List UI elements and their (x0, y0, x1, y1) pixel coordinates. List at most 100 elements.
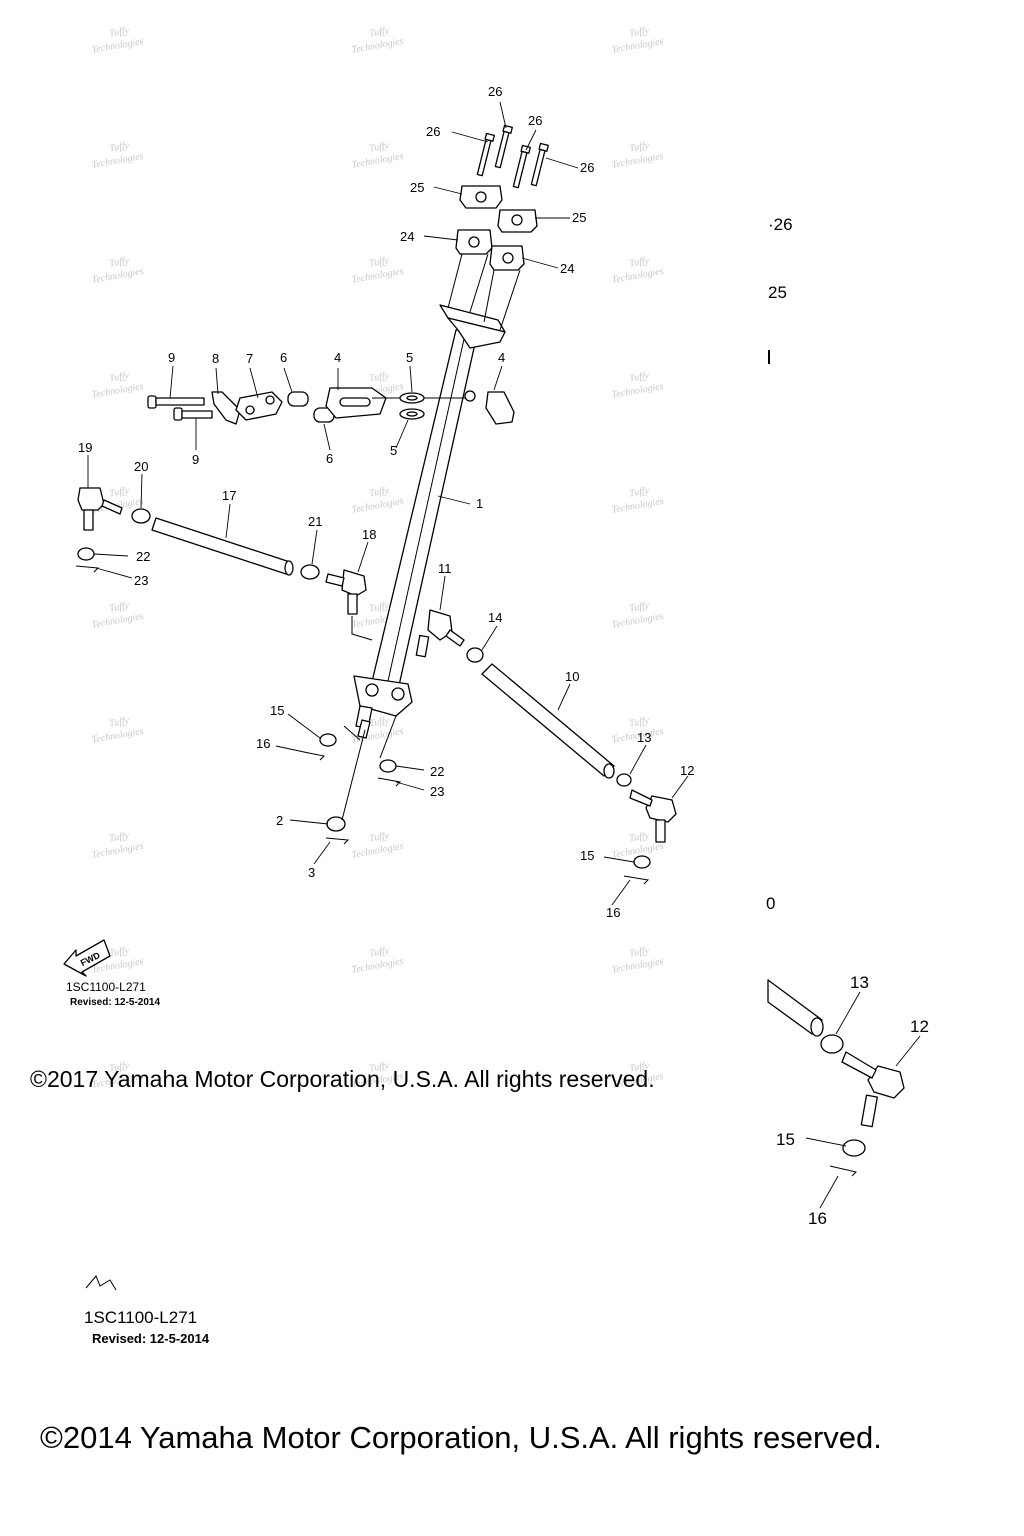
callout-14: 14 (488, 610, 502, 625)
fwd-arrow-icon: FWD (63, 939, 111, 977)
callout-6b: 6 (326, 451, 333, 466)
callout-13: 13 (637, 730, 651, 745)
callout-10: 10 (565, 669, 579, 684)
watermark-text: Technologies (611, 381, 665, 401)
zoom-callout-25: 25 (768, 283, 787, 302)
callout-26b: 26 (426, 124, 440, 139)
revised-date-small: Revised: 12-5-2014 (70, 997, 161, 1008)
callout-7: 7 (246, 351, 253, 366)
watermark-text: Tuffy (108, 255, 130, 269)
leader-lines (87, 101, 689, 906)
watermark-text: Technologies (611, 36, 665, 56)
callout-26a: 26 (488, 84, 502, 99)
watermark-text: Technologies (611, 266, 665, 286)
watermark-text: Technologies (351, 496, 405, 516)
zoom-callout-26: ·26 (768, 215, 793, 234)
handlebar-clamps (447, 185, 538, 331)
callout-20: 20 (134, 459, 148, 474)
watermark-text: Tuffy (368, 715, 390, 729)
zoom-callout-15: 15 (776, 1130, 795, 1149)
watermark-text: Technologies (91, 841, 145, 861)
watermark-text: Tuffy (368, 945, 390, 959)
watermark-text: Tuffy (628, 715, 650, 729)
callout-labels: 26 26 26 26 25 25 24 24 1 9 8 7 6 4 5 4 … (78, 84, 694, 920)
diagram-code-large: 1SC1100-L271 (84, 1308, 198, 1327)
watermark-text: Tuffy (108, 945, 130, 959)
watermark-text: Technologies (91, 611, 145, 631)
watermark-text: Tuffy (368, 485, 390, 499)
callout-8: 8 (212, 351, 219, 366)
revised-date-large: Revised: 12-5-2014 (92, 1331, 210, 1346)
watermark-text: Technologies (611, 151, 665, 171)
watermark-text: Technologies (351, 841, 405, 861)
lower-hardware (303, 715, 402, 845)
watermark-text: Technologies (351, 956, 405, 976)
callout-4b: 4 (498, 350, 505, 365)
watermark-text: Technologies (611, 611, 665, 631)
callout-15a: 15 (270, 703, 284, 718)
watermark-text: Tuffy (368, 255, 390, 269)
callout-5b: 5 (390, 443, 397, 458)
callout-22b: 22 (430, 764, 444, 779)
zoom-callout-13: 13 (850, 973, 869, 992)
callout-18: 18 (362, 527, 376, 542)
watermark-text: Tuffy (628, 485, 650, 499)
watermark-text: Tuffy (628, 255, 650, 269)
watermark-text: Technologies (351, 266, 405, 286)
callout-15b: 15 (580, 848, 594, 863)
watermark-text: Technologies (91, 36, 145, 56)
callout-22a: 22 (136, 549, 150, 564)
watermark-text: Tuffy (108, 830, 130, 844)
callout-9a: 9 (168, 350, 175, 365)
watermark-text: Tuffy (108, 25, 130, 39)
callout-24a: 24 (400, 229, 414, 244)
callout-25a: 25 (410, 180, 424, 195)
watermark-text: Technologies (351, 151, 405, 171)
watermark-text: Tuffy (108, 715, 130, 729)
watermark-text: Tuffy (628, 1060, 650, 1074)
callout-9b: 9 (192, 452, 199, 467)
callout-4a: 4 (334, 350, 341, 365)
callout-16b: 16 (606, 905, 620, 920)
callout-26c: 26 (528, 113, 542, 128)
tie-rod-right (415, 609, 677, 885)
watermark-text: Tuffy (628, 830, 650, 844)
watermark-text: Tuffy (368, 140, 390, 154)
watermark-text: Technologies (91, 266, 145, 286)
copyright-large: ©2014 Yamaha Motor Corporation, U.S.A. A… (40, 1420, 882, 1455)
callout-23b: 23 (430, 784, 444, 799)
zoom-callout-4-fragment (768, 350, 770, 364)
fwd-arrow-fragment-icon (85, 1275, 117, 1291)
enlarged-detail: ·26 25 0 13 12 15 16 (85, 215, 929, 1291)
watermark-text: Tuffy (368, 830, 390, 844)
watermark-text: Technologies (91, 726, 145, 746)
zoom-callout-16: 16 (808, 1209, 827, 1228)
watermark-text: Technologies (351, 36, 405, 56)
watermark-text: Tuffy (108, 140, 130, 154)
watermark-text: Tuffy (108, 600, 130, 614)
diagram-code-small: 1SC1100-L271 (66, 980, 146, 994)
steering-column (353, 304, 506, 739)
watermark-text: Tuffy (108, 1060, 130, 1074)
watermark-text: Tuffy (628, 25, 650, 39)
callout-3: 3 (308, 865, 315, 880)
watermark-text: Technologies (611, 496, 665, 516)
watermark-text: Tuffy (628, 600, 650, 614)
callout-23a: 23 (134, 573, 148, 588)
callout-11: 11 (438, 561, 452, 576)
bolts-26 (476, 124, 549, 189)
watermark-text: Tuffy (628, 140, 650, 154)
watermark-text: Technologies (91, 381, 145, 401)
callout-25b: 25 (572, 210, 586, 225)
callout-1: 1 (476, 496, 483, 511)
watermark-text: Tuffy (628, 370, 650, 384)
column-clamp (464, 390, 515, 425)
watermark-layer: TuffyTechnologiesTuffyTechnologiesTuffyT… (91, 25, 665, 1091)
watermark-text: Tuffy (368, 370, 390, 384)
callout-12: 12 (680, 763, 694, 778)
tie-rod-left (75, 487, 373, 641)
callout-6a: 6 (280, 350, 287, 365)
linkage-parts (147, 387, 466, 425)
